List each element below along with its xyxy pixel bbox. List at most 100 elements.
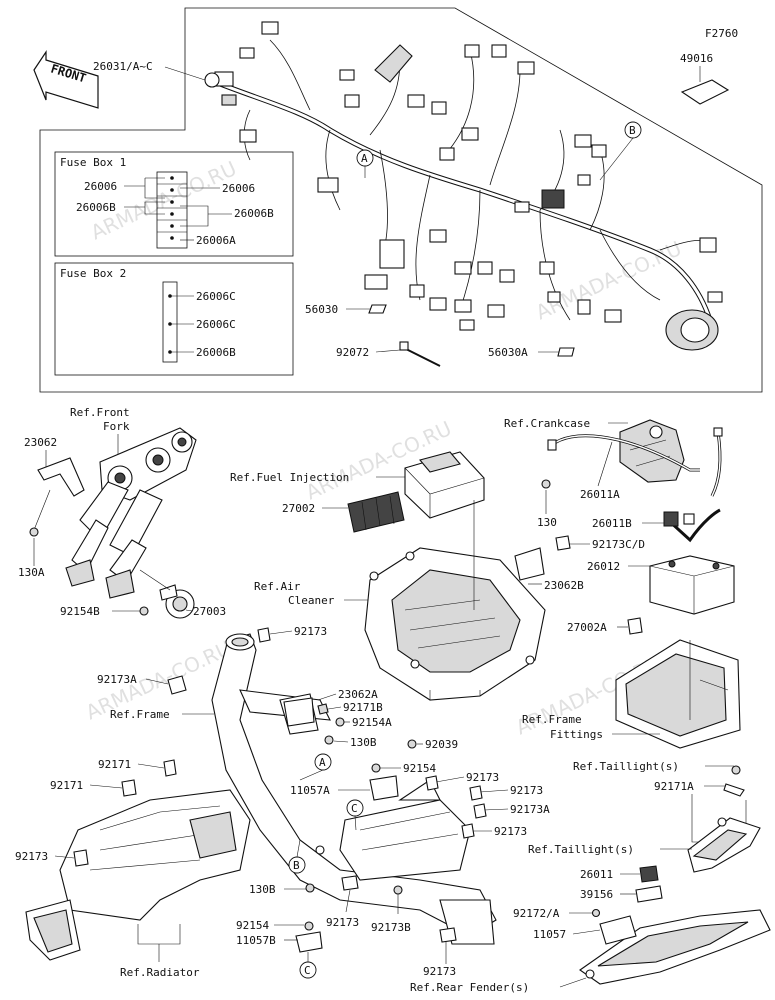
part-label-130B: 130B [350,736,377,749]
part-11057A-bracket [369,775,399,801]
part-26011-connector [639,865,659,883]
ref-front-fork-2: Fork [103,420,130,433]
fuse-box-2-block [162,281,178,363]
leader-26031 [164,66,206,81]
connector [239,129,257,143]
fuse-box-1: Fuse Box 1 26006 26006B 26006 26006B 260… [54,151,294,257]
part-label-92154: 92154 [403,762,436,775]
part-label-92173: 92173 [294,625,327,638]
ref-frame-fittings: Ref.Frame [522,713,582,726]
connector [459,319,475,331]
part-92039-nut [407,739,417,749]
ref-frame-fittings-2: Fittings [550,728,603,741]
part-26011B-cable [666,508,721,543]
rear-fender-assembly [579,909,771,985]
connector [261,21,279,35]
part-label-56030A: 56030A [488,346,528,359]
ref-radiator: Ref.Radiator [120,966,200,979]
fuse1-label: 26006B [76,201,116,214]
harness-panel-outline [39,7,763,393]
part-56030-block [364,274,388,290]
fuse2-label: 26006C [196,290,236,303]
part-130-bolt [541,479,551,489]
part-label-49016: 49016 [680,52,713,65]
part-92072-head [399,341,409,351]
part-92171-grommet [163,759,177,777]
connector [454,299,472,313]
part-130A-nut [29,527,39,537]
part-label-39156: 39156 [580,888,613,901]
part-label-92173: 92173 [15,850,48,863]
part-label-92173B: 92173B [371,921,411,934]
part-92173-clip [257,627,271,643]
connector [439,147,455,161]
part-27002A-relay [627,617,643,635]
connector [499,269,515,283]
ref-front-fork: Ref.Front [70,406,130,419]
part-label-11057B: 11057B [236,934,276,947]
part-label-11057: 11057 [533,928,566,941]
ref-rear-fender: Ref.Rear Fender(s) [410,981,529,994]
part-23062A-bracket [283,697,315,727]
part-92154B-bolt [139,606,149,616]
connector [539,261,555,275]
part-label-92154: 92154 [236,919,269,932]
part-label-92173A: 92173A [97,673,137,686]
part-92154-bolt [371,763,381,773]
callout-c-label: C [351,802,358,815]
connector [204,72,220,88]
part-label-27003: 27003 [193,605,226,618]
part-label-11057A: 11057A [290,784,330,797]
fuse1-label: 26006B [234,207,274,220]
fuse1-label: 26006A [196,234,236,247]
connector [547,291,561,303]
part-56030A [557,347,575,357]
part-label-92171: 92171 [98,758,131,771]
part-56030 [368,304,387,314]
connector [461,127,479,141]
part-label-23062B: 23062B [544,579,584,592]
part-11057B-bracket [295,931,323,953]
part-label-130B: 130B [249,883,276,896]
connector [409,284,425,298]
part-label-92173: 92173 [494,825,527,838]
part-label-92173CD: 92173C/D [592,538,645,551]
connector [464,44,480,58]
connector [699,237,717,253]
part-label-26011A: 26011A [580,488,620,501]
part-label-92154A: 92154A [352,716,392,729]
part-label-23062: 23062 [24,436,57,449]
connector [339,69,355,81]
front-arrow: FRONT [33,50,99,109]
part-label-92171: 92171 [50,779,83,792]
part-39156-pad [635,885,663,903]
fuse2-label: 26006C [196,318,236,331]
fuse-box-1-frame [54,151,294,257]
ref-frame: Ref.Frame [110,708,170,721]
part-label-26011: 26011 [580,868,613,881]
part-label-92171A: 92171A [654,780,694,793]
harness-connectors [204,21,723,351]
part-label-27002A: 27002A [567,621,607,634]
part-label-92173: 92173 [510,784,543,797]
ref-crankcase: Ref.Crankcase [504,417,590,430]
callout-c-label: C [304,964,311,977]
part-49016-cover [680,79,730,105]
part-label-92173: 92173 [326,916,359,929]
connector [577,299,591,315]
part-label-130: 130 [537,516,557,529]
callout-b-label: B [629,124,636,137]
part-label-27002: 27002 [282,502,315,515]
part-23062B-bracket [514,547,545,581]
ref-air-cleaner-2: Cleaner [288,594,335,607]
ref-taillight-1: Ref.Taillight(s) [573,760,679,773]
front-fork-illustration [65,427,197,599]
part-label-92154B: 92154B [60,605,100,618]
part-label-92173: 92173 [466,771,499,784]
connector [344,94,360,108]
connector [707,291,723,303]
part-92173A-clip [167,675,187,695]
fuse1-label: 26006 [84,180,117,193]
connector [517,61,535,75]
